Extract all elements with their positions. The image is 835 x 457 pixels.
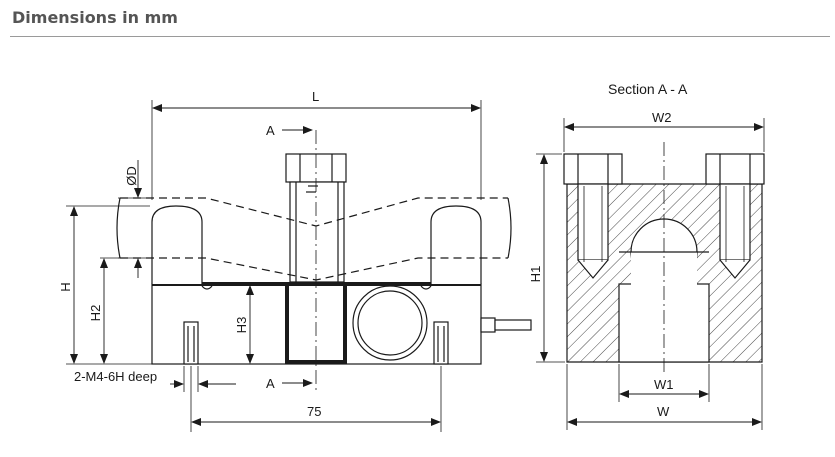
body-notch xyxy=(420,285,432,290)
dim-W2-label: W2 xyxy=(652,110,672,125)
dim-L-label: L xyxy=(312,89,319,104)
section-title: Section A - A xyxy=(608,81,688,97)
bolt-shank xyxy=(289,181,345,283)
gauge-bore-outer xyxy=(352,285,428,361)
dim-75-label: 75 xyxy=(307,404,321,419)
dim-H3-label: H3 xyxy=(234,317,249,334)
cable-gland xyxy=(480,317,496,333)
load-shaft-end-left xyxy=(116,197,121,259)
mounting-hole-left xyxy=(183,321,199,365)
dim-H-label: H xyxy=(58,282,73,291)
section-bolt-tip-right xyxy=(719,259,751,279)
side-view xyxy=(66,100,532,432)
dim-D-label: ØD xyxy=(124,166,139,186)
dim-H1-label: H1 xyxy=(528,266,543,283)
section-label-top: A xyxy=(266,123,275,138)
section-bolt-tip-left xyxy=(577,259,609,279)
section-bolt-head-left xyxy=(563,153,623,185)
dim-H2-label: H2 xyxy=(88,305,103,322)
load-shaft-end-right xyxy=(507,197,512,259)
section-label-bottom: A xyxy=(266,376,275,391)
right-support-post xyxy=(430,205,482,284)
mounting-hole-right xyxy=(433,321,449,365)
left-support-post xyxy=(151,205,203,284)
cable xyxy=(494,319,532,331)
section-bolt-shank-right xyxy=(719,183,751,261)
dim-W1-label: W1 xyxy=(654,377,674,392)
thread-spec-label: 2-M4-6H deep xyxy=(74,369,157,384)
body-notch xyxy=(201,285,213,290)
header-divider xyxy=(10,36,830,37)
section-view xyxy=(536,118,765,430)
gauge-bore-inner xyxy=(357,290,423,356)
section-bolt-shank-left xyxy=(577,183,609,261)
page-title: Dimensions in mm xyxy=(12,8,178,27)
section-bolt-head-right xyxy=(705,153,765,185)
dim-W-label: W xyxy=(657,404,670,419)
